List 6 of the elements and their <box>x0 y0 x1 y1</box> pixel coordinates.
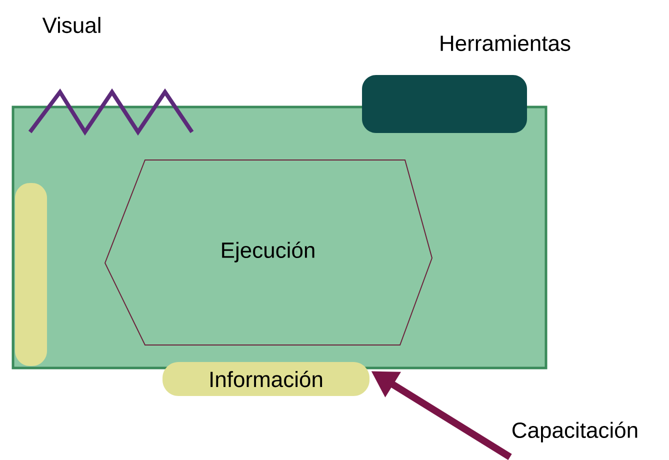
panel-box <box>12 106 548 370</box>
label-text: Visual <box>42 16 100 34</box>
pill-box: Información <box>162 362 370 396</box>
box-heading: Herramientas <box>440 34 570 52</box>
bare-text: Capacitación <box>512 422 638 442</box>
vertical-bar <box>15 183 47 366</box>
